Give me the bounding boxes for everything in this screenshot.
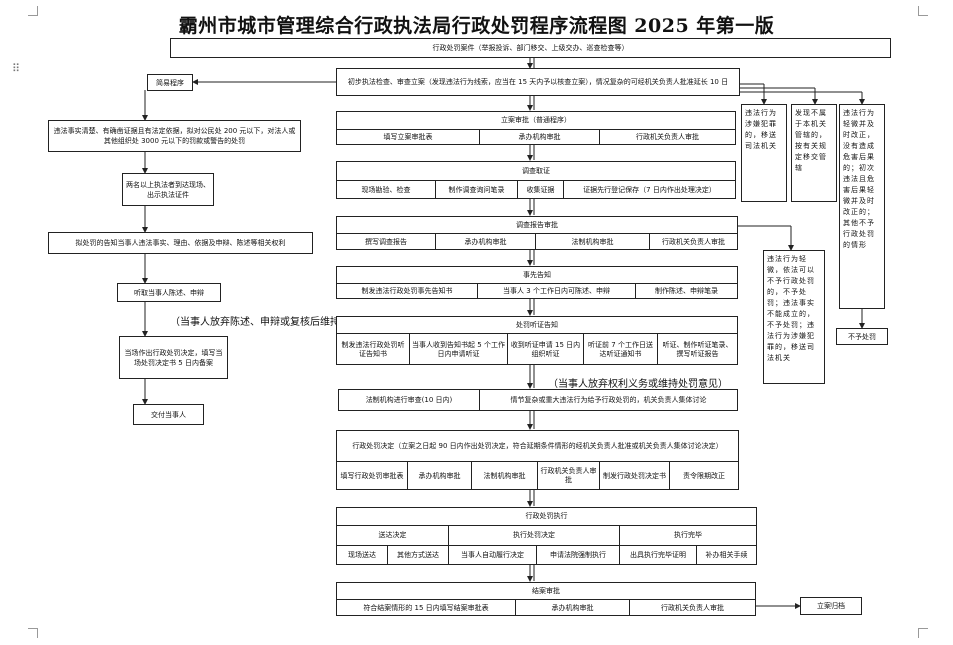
closing-cell: 符合结案情形的 15 日内填写结案审批表 [337, 599, 515, 615]
case-source-box: 行政处罚案件（举报投诉、部门移交、上级交办、巡查检查等） [170, 38, 891, 58]
report-cell: 法制机构审批 [535, 233, 649, 249]
closing-cell: 承办机构审批 [515, 599, 629, 615]
legal-review-group: 法制机构进行审查(10 日内) 情节复杂或重大违法行为给予行政处罚的，机关负责人… [338, 389, 738, 411]
investigation-cell: 收集证据 [517, 180, 563, 198]
prior-notice-cell: 制作陈述、申辩笔录 [635, 283, 737, 298]
filing-group: 立案审批（普通程序） 填写立案审批表 承办机构审批 行政机关负责人审批 [336, 111, 736, 145]
archive-box: 立案归档 [800, 597, 862, 615]
report-cell: 承办机构审批 [435, 233, 535, 249]
simple-procedure-box: 简易程序 [147, 74, 193, 91]
investigation-cell: 证据先行登记保存（7 日内作出处理决定） [563, 180, 735, 198]
execution-cell: 现场送达 [337, 545, 387, 564]
simple-criteria-box: 违法事实清楚、有确凿证据且有法定依据，拟对公民处 200 元以下，对法人或其他组… [48, 120, 301, 152]
filing-cell: 承办机构审批 [479, 129, 599, 144]
closing-cell: 行政机关负责人审批 [629, 599, 755, 615]
closing-header: 结案审批 [532, 586, 560, 595]
decision-header: 行政处罚决定（立案之日起 90 日内作出处罚决定，符合延期条件情形的经机关负责人… [352, 441, 723, 450]
execution-cell: 补办相关手续 [696, 545, 756, 564]
decision-group: 行政处罚决定（立案之日起 90 日内作出处罚决定，符合延期条件情形的经机关负责人… [336, 430, 739, 490]
report-cell: 撰写调查报告 [337, 233, 435, 249]
decision-cell: 填写行政处罚审批表 [337, 461, 407, 489]
side-crime-box: 违法行为涉嫌犯罪的，移送司法机关 [741, 104, 787, 202]
waive-hearing-note: （当事人放弃权利义务或维持处罚意见） [548, 379, 728, 390]
closing-group: 结案审批 符合结案情形的 15 日内填写结案审批表 承办机构审批 行政机关负责人… [336, 582, 756, 616]
investigation-cell: 制作调查询问笔录 [435, 180, 517, 198]
simple-hear-box: 听取当事人陈述、申辩 [117, 283, 221, 302]
prior-notice-header: 事先告知 [523, 270, 551, 279]
execution-cell: 其他方式送达 [387, 545, 448, 564]
legal-review-cell: 情节复杂或重大违法行为给予行政处罚的，机关负责人集体讨论 [479, 390, 737, 410]
report-cell: 行政机关负责人审批 [649, 233, 737, 249]
report-header: 调查报告审批 [516, 220, 558, 229]
investigation-group: 调查取证 现场勘验、检查 制作调查询问笔录 收集证据 证据先行登记保存（7 日内… [336, 161, 736, 199]
hearing-notice-group: 处罚听证告知 制发违法行政处罚听证告知书 当事人收到告知书起 5 个工作日内申请… [336, 316, 738, 365]
hearing-notice-cell: 收到听证申请 15 日内组织听证 [507, 333, 583, 364]
execution-group: 行政处罚执行 送达决定 执行处罚决定 执行完毕 现场送达 其他方式送达 当事人自… [336, 507, 757, 565]
investigation-header: 调查取证 [522, 166, 550, 175]
simple-decision-box: 当场作出行政处罚决定，填写当场处罚决定书 5 日内备案 [119, 336, 228, 379]
execution-group-label: 执行处罚决定 [448, 525, 619, 545]
filing-header: 立案审批（普通程序） [501, 116, 571, 124]
hearing-notice-header: 处罚听证告知 [516, 320, 558, 329]
report-group: 调查报告审批 撰写调查报告 承办机构审批 法制机构审批 行政机关负责人审批 [336, 216, 738, 250]
hearing-notice-cell: 制发违法行政处罚听证告知书 [337, 333, 409, 364]
decision-cell: 法制机构审批 [471, 461, 537, 489]
side-not-ours-box: 发现不属于本机关管辖的，按有关规定移交管辖 [791, 104, 837, 202]
preliminary-check-box: 初步执法检查、审查立案（发现违法行为线索，应当在 15 天内予以核查立案），情况… [336, 68, 740, 96]
prior-notice-cell: 当事人 3 个工作日内可陈述、申辩 [477, 283, 635, 298]
side-minor-box: 违法行为轻微并及时改正，没有造成危害后果的；初次违法且危害后果轻微并及时改正的；… [839, 104, 885, 309]
side-no-penalty-box: 不予处罚 [836, 328, 888, 345]
filing-cell: 行政机关负责人审批 [599, 129, 735, 144]
legal-review-cell: 法制机构进行审查(10 日内) [365, 395, 453, 404]
decision-cell: 行政机关负责人审批 [537, 461, 599, 489]
filing-cell: 填写立案审批表 [337, 129, 479, 144]
execution-cell: 当事人自动履行决定 [448, 545, 536, 564]
decision-cell: 制发行政处罚决定书 [599, 461, 669, 489]
side-after-review-box: 违法行为轻微，依法可以不予行政处罚的，不予处罚；违法事实不能成立的，不予处罚；违… [763, 250, 825, 384]
prior-notice-cell: 制发违法行政处罚事先告知书 [337, 283, 477, 298]
prior-notice-group: 事先告知 制发违法行政处罚事先告知书 当事人 3 个工作日内可陈述、申辩 制作陈… [336, 266, 738, 299]
execution-cell: 申请法院强制执行 [536, 545, 619, 564]
execution-group-label: 送达决定 [337, 525, 448, 545]
hearing-notice-cell: 听证前 7 个工作日送达听证通知书 [583, 333, 657, 364]
decision-cell: 承办机构审批 [407, 461, 471, 489]
execution-cell: 出具执行完毕证明 [619, 545, 696, 564]
decision-cell: 责令限期改正 [669, 461, 738, 489]
hearing-notice-cell: 听证、制作听证笔录、撰写听证报告 [657, 333, 737, 364]
simple-enforcers-box: 两名以上执法者到达现场、出示执法证件 [122, 173, 214, 206]
hearing-notice-cell: 当事人收到告知书起 5 个工作日内申请听证 [409, 333, 507, 364]
page-corner-mark [918, 628, 928, 638]
page-title: 霸州市城市管理综合行政执法局行政处罚程序流程图 2025 年第一版 [178, 15, 775, 37]
page-corner-mark [28, 6, 38, 16]
execution-group-label: 执行完毕 [619, 525, 756, 545]
simple-deliver-box: 交付当事人 [133, 404, 204, 425]
simple-notify-box: 拟处罚的告知当事人违法事实、理由、依据及申辩、陈述等相关权利 [48, 232, 313, 254]
page-corner-mark [918, 6, 928, 16]
execution-header: 行政处罚执行 [525, 512, 568, 520]
investigation-cell: 现场勘验、检查 [337, 180, 435, 198]
drag-handle-icon[interactable]: ⠿ [12, 62, 22, 75]
simple-waive-note: （当事人放弃陈述、申辩或复核后维持） [170, 317, 350, 328]
page-corner-mark [28, 628, 38, 638]
